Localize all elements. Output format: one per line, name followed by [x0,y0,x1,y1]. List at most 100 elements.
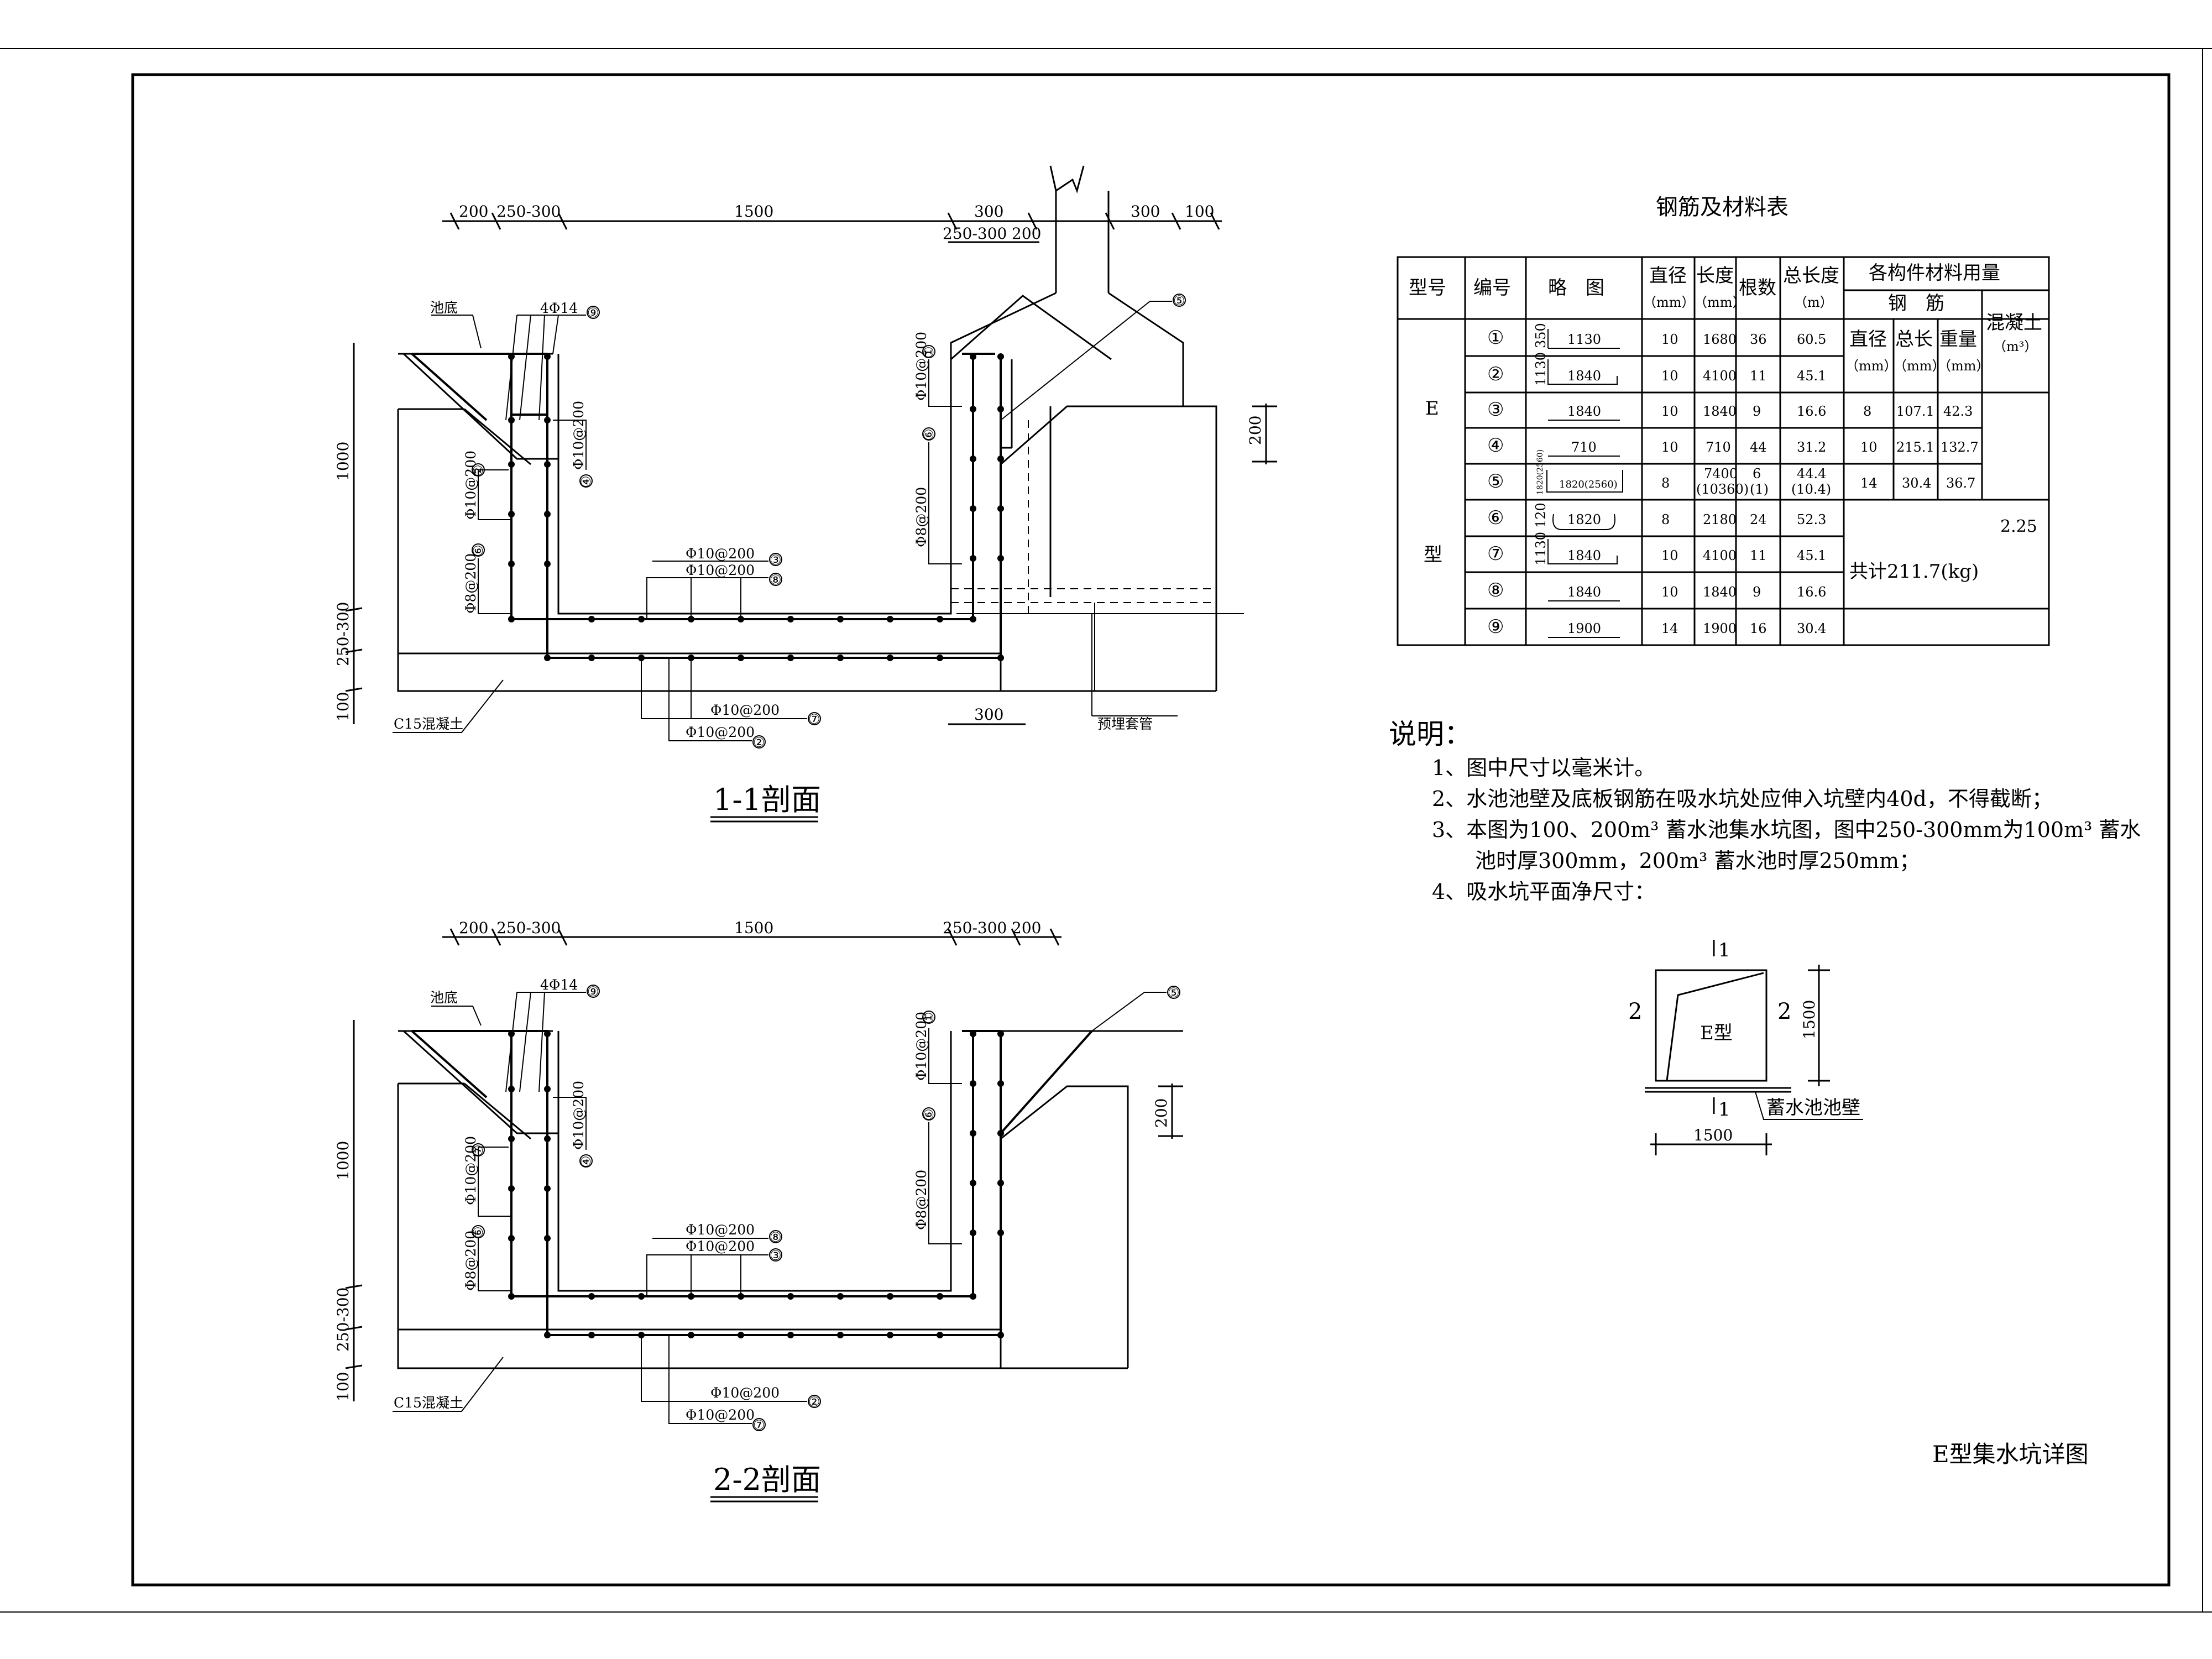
rebar-b2: Φ10@200 [686,724,755,740]
cell-dia: 10 [1661,332,1678,347]
cell-count: 24 [1750,512,1767,527]
mat-total: 107.1 [1896,404,1934,419]
rebar-l6: Φ8@200 [463,553,479,614]
cell-count2: (1) [1750,482,1769,497]
mark-5: ⑤ [1173,293,1185,308]
label-4phi14: 4Φ14 [540,977,578,993]
cell-count: 9 [1753,404,1761,419]
mark-8: ⑧ [770,572,782,588]
mark-7b: ⑦ [753,1417,765,1433]
note-3: 3、本图为100、200m³ 蓄水池集水坑图，图中250-300mm为100m³… [1432,818,2141,842]
rebar-b3: Φ10@200 [686,1238,755,1254]
cell-no: ⑥ [1487,507,1504,529]
cell-dia: 14 [1661,621,1678,636]
table-row: ⑥ 1820 120 8 2180 24 52.3 [1487,503,1826,530]
label-pool-bottom: 池底 [430,300,458,316]
mark-1: ① [921,346,937,358]
dim-left-100: 100 [334,1372,352,1401]
cell-sketch: 1840 [1567,404,1601,419]
type-label-xing: 型 [1424,544,1442,566]
cell-len2: (10360) [1696,482,1749,497]
table-row: ⑤ 1820(2560) 1820(2560) 8 7400 (10360) 6… [1487,449,1831,497]
table-row: ⑦ 1840 1130 10 4100 11 45.1 [1487,532,1826,566]
rebar-b7: Φ10@200 [710,702,780,718]
mark-8: ⑧ [770,1229,782,1245]
note-4: 4、吸水坑平面净尺寸： [1432,880,1655,904]
materials-row: 14 30.4 36.7 [1860,475,1975,491]
cell-dia: 10 [1661,584,1678,600]
mark-4: ④ [578,475,594,488]
cell-sketch-v: 1130 [1533,352,1549,386]
table-row: ④ 710 10 710 44 31.2 [1487,435,1826,457]
th-total-unit: （m） [1794,295,1833,310]
note-3-cont: 池时厚300mm，200m³ 蓄水池时厚250mm； [1475,849,1920,873]
cell-total2: (10.4) [1791,482,1831,497]
dim-top-1500: 1500 [734,202,773,221]
cell-total: 16.6 [1797,584,1826,600]
cell-no: ④ [1487,435,1504,457]
mat-weight: 132.7 [1941,439,1979,455]
dim-top-200: 200 [459,919,488,937]
th-count: 根数 [1739,277,1776,299]
mat-dia: 14 [1860,475,1878,491]
dim-right-200: 200 [1152,1098,1170,1128]
th-concrete-unit: （m³） [1993,339,2037,354]
cell-sketch: 1820 [1567,512,1601,527]
cell-dia: 8 [1661,512,1670,527]
section-2-2: 200 250-300 1500 250-300 200 [334,919,1183,1503]
dim-right-200: 200 [1246,416,1264,445]
mat-weight: 42.3 [1943,404,1973,419]
dim-top-250-300-right: 250-300 [943,919,1007,937]
th-s-total: 总长 [1895,328,1933,350]
rebar-b8: Φ10@200 [686,562,755,578]
rebar-r6: Φ8@200 [913,487,929,547]
cell-dia: 10 [1661,439,1678,455]
table-sum: 共计211.7(kg) [1849,561,1979,583]
cell-total: 30.4 [1797,621,1826,636]
mat-total: 215.1 [1896,439,1934,455]
pit-plan: E型 1 1 2 2 1500 1500 蓄水池池壁 [1628,939,1863,1155]
mark-6b: ⑥ [470,1226,486,1238]
cell-count: 11 [1750,548,1767,563]
table-row: ⑧ 1840 10 1840 9 16.6 [1487,579,1826,601]
table-title: 钢筋及材料表 [1656,195,1789,220]
th-no: 编号 [1473,277,1511,299]
notes-heading: 说明： [1389,718,1472,750]
dim-sub-200: 200 [1012,224,1041,243]
mark-6: ⑥ [921,1108,937,1121]
notes: 说明： 1、图中尺寸以毫米计。 2、水池池壁及底板钢筋在吸水坑处应伸入坑壁内40… [1389,718,2141,904]
rebar-b7: Φ10@200 [686,1407,755,1423]
mark-1: ① [921,1012,937,1024]
label-4phi14: 4Φ14 [540,300,578,316]
cell-len: 4100 [1703,548,1737,563]
label-sleeve: 预埋套管 [1097,716,1153,732]
dim-left-250-300: 250-300 [334,602,352,666]
cell-len: 710 [1706,439,1731,455]
mark-3: ③ [770,552,782,568]
mark-7: ⑦ [470,1144,486,1156]
section-1-1-title: 1-1剖面 [713,782,821,817]
dim-left-1000: 1000 [334,442,352,481]
cell-count: 36 [1750,332,1767,347]
rebar-r6: Φ8@200 [913,1170,929,1230]
rebar-material-table: 钢筋及材料表 型号 编号 略 图 直径 （mm） 长度 （mm [1397,195,2050,646]
cell-sketch: 710 [1571,439,1597,455]
mark-2: ② [470,464,486,477]
mark-5: ⑤ [1168,985,1180,1001]
rebar-b3: Φ10@200 [686,546,755,562]
label-pool-bottom: 池底 [430,990,458,1006]
mark-9: ⑨ [587,984,599,999]
dim-left-1000: 1000 [334,1141,352,1180]
th-len: 长度 [1696,265,1734,287]
cell-len: 1840 [1703,404,1737,419]
cell-sketch: 1820(2560) [1559,479,1618,490]
cell-no: ③ [1487,399,1504,421]
cell-len: 7400 [1704,466,1738,482]
cell-no: ② [1487,363,1504,385]
dim-top-300-right: 300 [1131,202,1160,221]
section-1-1: 200 250-300 1500 300 300 100 250-300 200 [334,165,1277,823]
dim-top-300: 300 [974,202,1003,221]
plan-dim-v: 1500 [1800,1000,1818,1039]
plan-wall-label: 蓄水池池壁 [1766,1097,1860,1119]
